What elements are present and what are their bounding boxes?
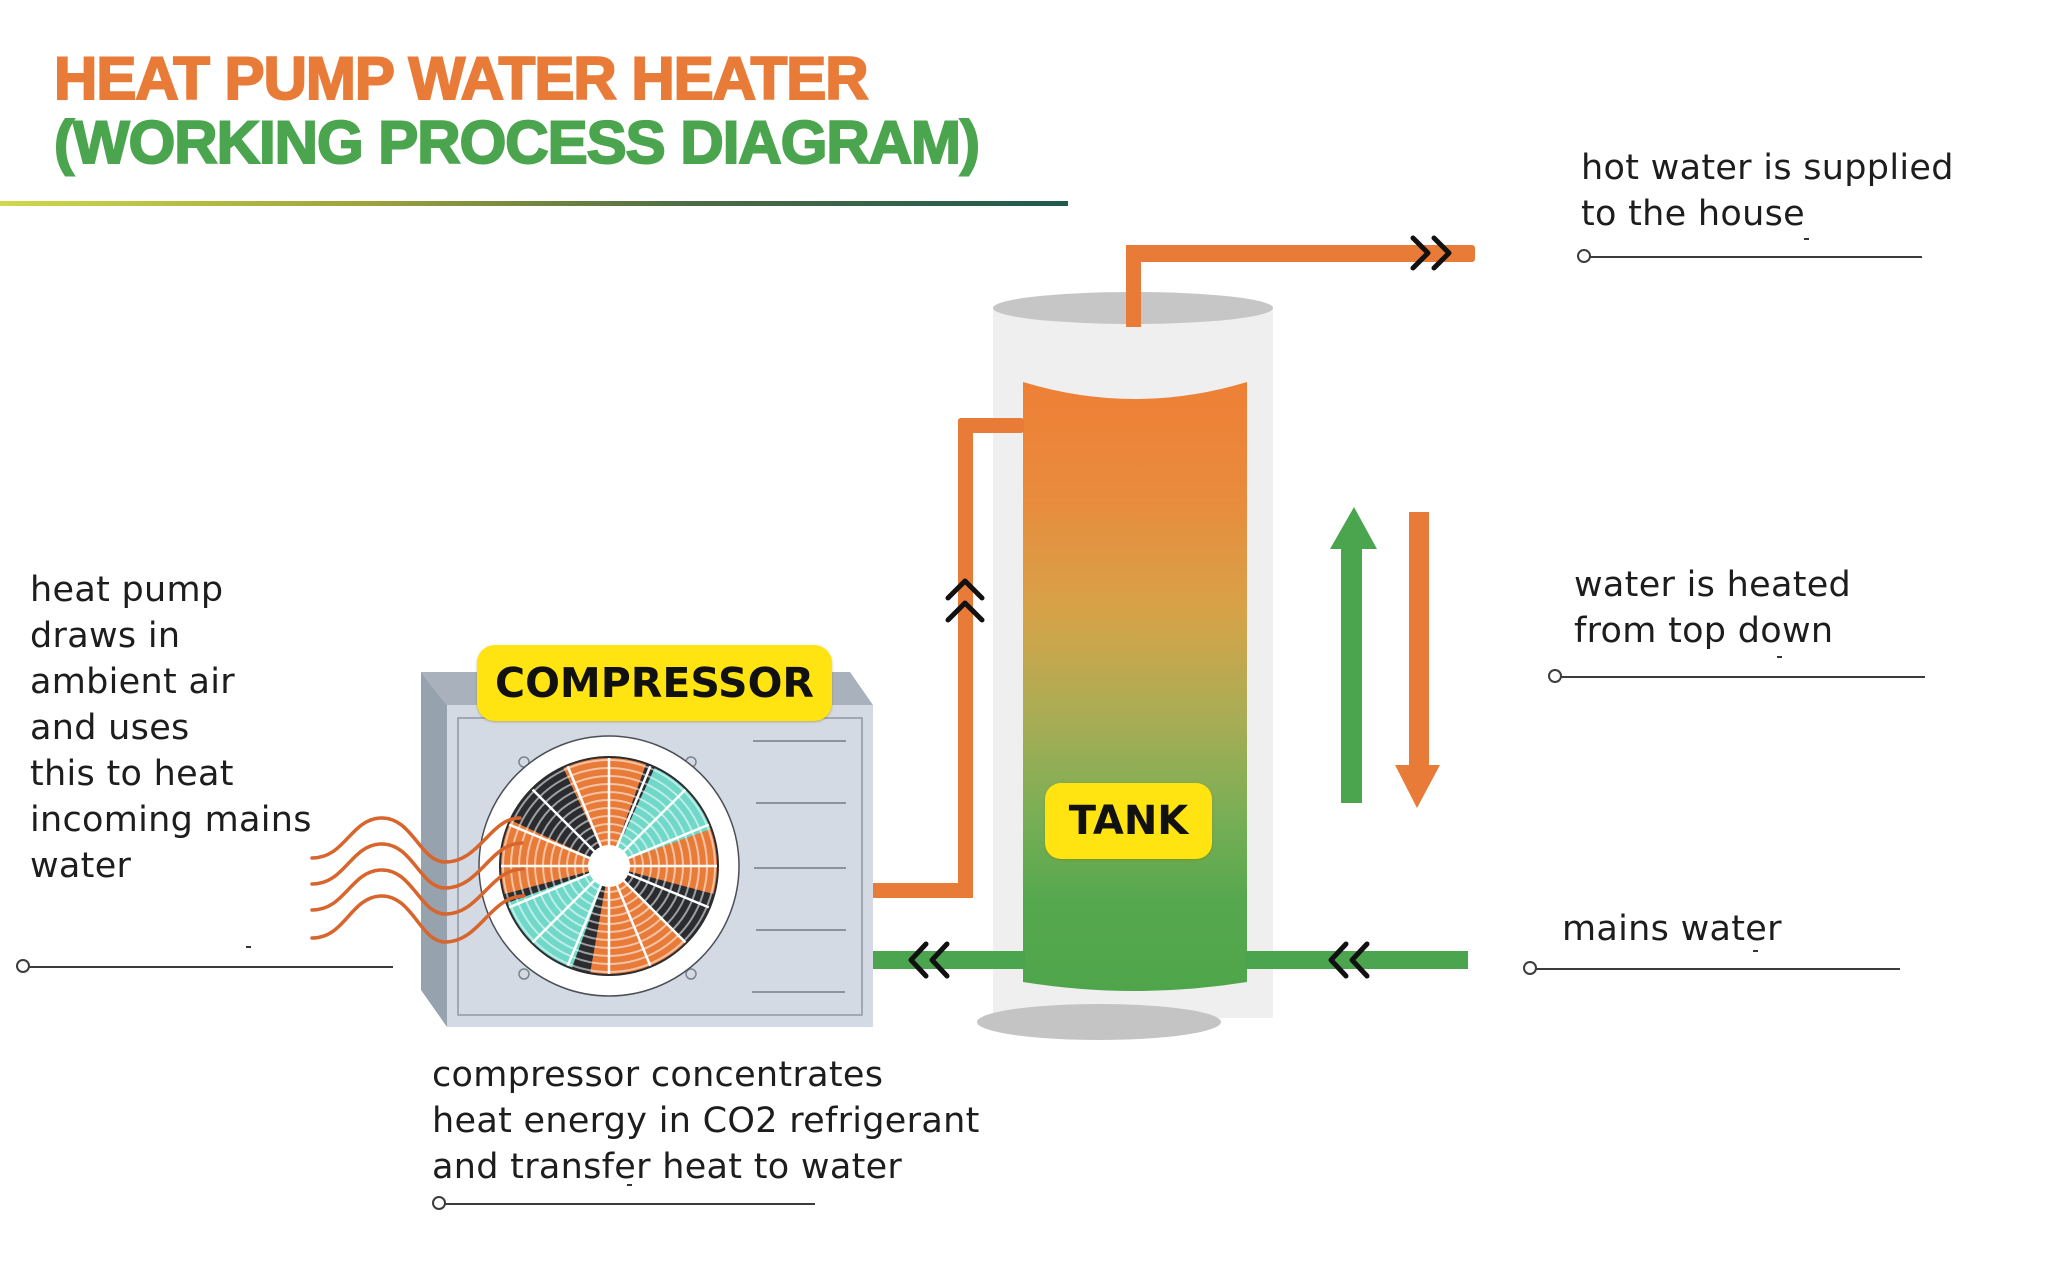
tank-badge: TANK	[1045, 783, 1212, 859]
leader-tick	[246, 946, 251, 948]
arrow-up-icon	[1330, 507, 1377, 803]
leader-dot	[1523, 961, 1537, 975]
compressor-badge-text: COMPRESSOR	[494, 659, 814, 707]
compressor-side-panel	[421, 672, 447, 1027]
leader-tick	[1777, 656, 1782, 658]
leader-line	[1561, 676, 1925, 678]
leader-dot	[1548, 669, 1562, 683]
tank-water	[1023, 382, 1247, 991]
compressor-vents	[752, 740, 846, 993]
tank-badge-text: TANK	[1068, 798, 1189, 844]
mains-water-pipe	[873, 941, 1468, 979]
leader-line	[1536, 968, 1900, 970]
hot-water-annotation: hot water is supplied to the house	[1581, 148, 1954, 234]
title-line-1: HEAT PUMP WATER HEATER	[53, 44, 870, 113]
fan-icon	[478, 735, 740, 997]
chevron-right-icon	[1410, 235, 1452, 271]
title-line-2: (WORKING PROCESS DIAGRAM)	[53, 108, 981, 177]
tank	[977, 292, 1273, 1040]
compressor-badge: COMPRESSOR	[477, 645, 832, 721]
leader-dot	[16, 959, 30, 973]
leader-tick	[1753, 950, 1758, 952]
compressor-unit	[421, 672, 873, 1027]
chevron-left-icon	[1328, 941, 1370, 979]
leader-line	[1590, 256, 1922, 258]
chevron-left-icon	[908, 941, 950, 979]
fan-blade	[501, 819, 609, 895]
hot-water-pipe	[1126, 235, 1475, 327]
ambient-air-waves	[310, 816, 526, 944]
heated-annotation: water is heated from top down	[1574, 565, 1852, 651]
mains-water-annotation: mains water	[1562, 909, 1782, 949]
leader-dot	[1577, 249, 1591, 263]
tank-bottom-cap	[977, 1004, 1221, 1040]
compressor-annotation: compressor concentrates heat energy in C…	[432, 1055, 980, 1187]
arrow-down-icon	[1395, 512, 1440, 808]
leader-tick	[1804, 238, 1809, 240]
fan-blade	[562, 758, 647, 866]
title-divider	[0, 201, 1068, 206]
leader-line	[445, 1203, 815, 1205]
chevron-up-icon	[945, 578, 985, 623]
leader-tick	[627, 1184, 632, 1186]
heat-pump-annotation: heat pump draws in ambient air and uses …	[30, 570, 312, 886]
refrigerant-pipe	[873, 418, 1024, 898]
leader-line	[29, 966, 393, 968]
leader-dot	[432, 1196, 446, 1210]
